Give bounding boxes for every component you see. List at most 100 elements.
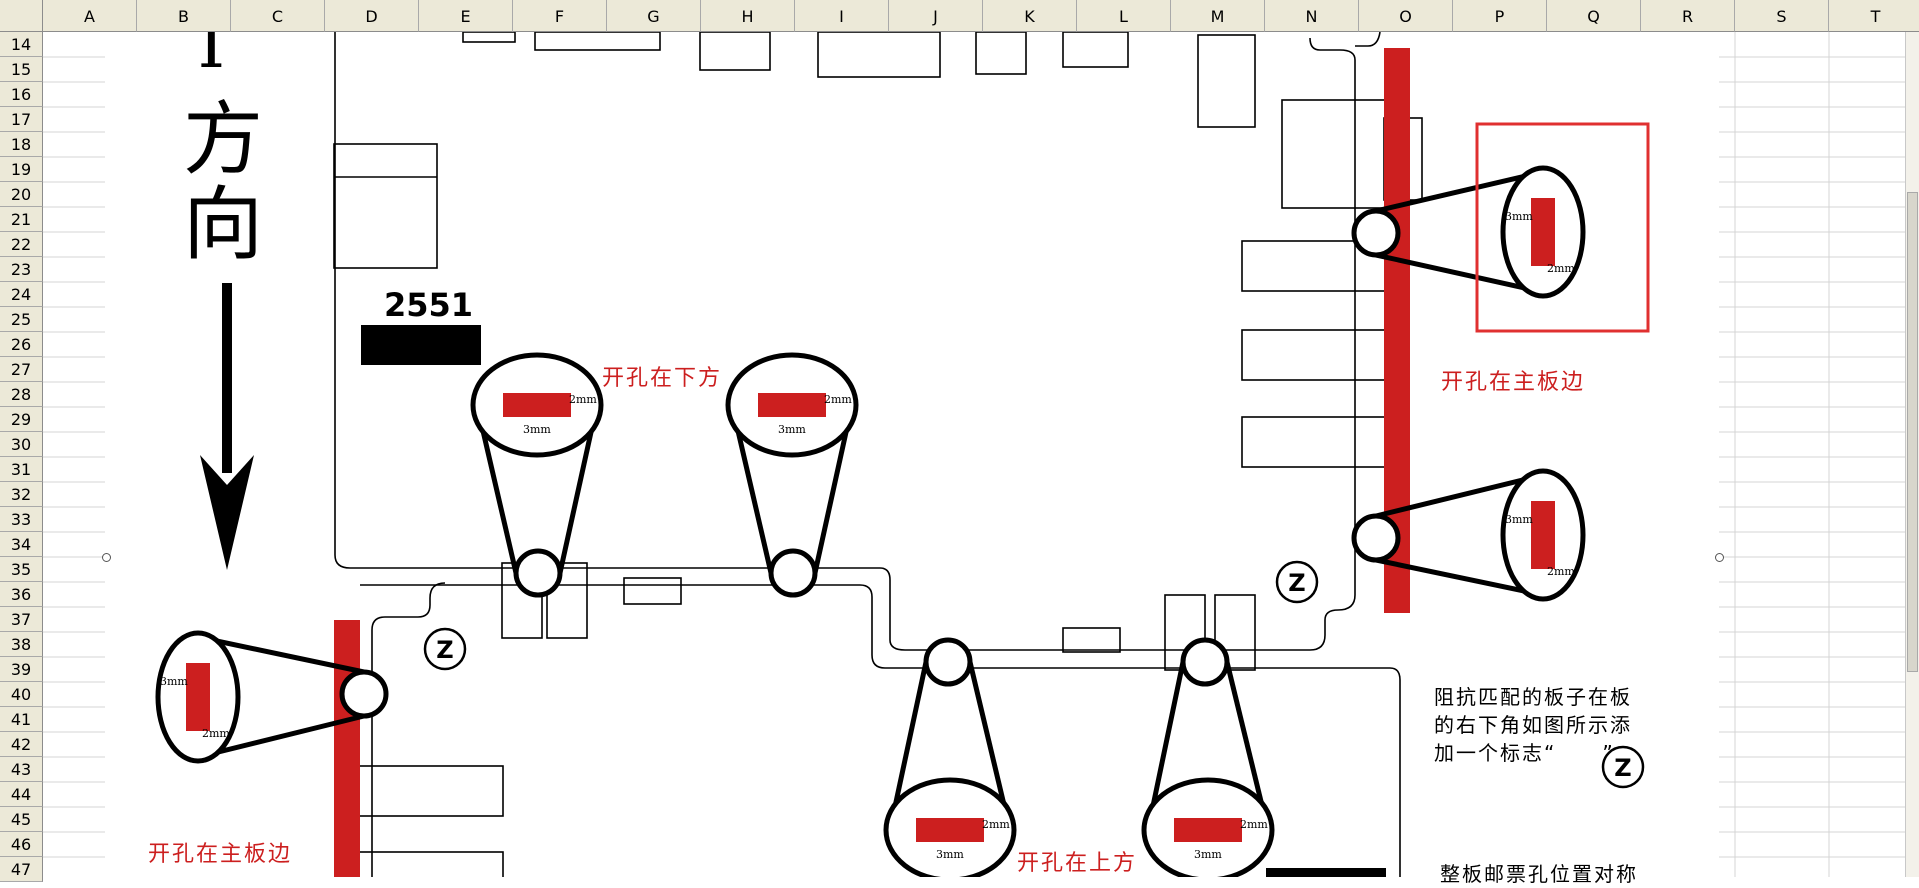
row-header-43[interactable]: 43 xyxy=(0,757,43,782)
stamp-hole-strip xyxy=(186,663,210,731)
row-header-44[interactable]: 44 xyxy=(0,782,43,807)
note-hole-above: 开孔在上方 xyxy=(1017,851,1138,876)
row-header-27[interactable]: 27 xyxy=(0,357,43,382)
row-header-32[interactable]: 32 xyxy=(0,482,43,507)
row-header-29[interactable]: 29 xyxy=(0,407,43,432)
direction-label-xiang: 向 xyxy=(183,178,263,271)
caption-line-2: 的右下角如图所示添 xyxy=(1434,713,1632,737)
dimension-3mm: 3mm xyxy=(1505,513,1533,526)
row-header-19[interactable]: 19 xyxy=(0,157,43,182)
row-header-28[interactable]: 28 xyxy=(0,382,43,407)
column-header-r[interactable]: R xyxy=(1641,0,1735,32)
column-header-b[interactable]: B xyxy=(137,0,231,32)
column-header-m[interactable]: M xyxy=(1171,0,1265,32)
dimension-2mm: 2mm xyxy=(824,393,852,406)
dimension-3mm: 3mm xyxy=(778,423,806,436)
column-header-e[interactable]: E xyxy=(419,0,513,32)
row-header-25[interactable]: 25 xyxy=(0,307,43,332)
direction-label-fang: 方 xyxy=(183,93,263,186)
row-header-23[interactable]: 23 xyxy=(0,257,43,282)
magnifier-line xyxy=(1375,557,1544,598)
note-hole-board-edge-right: 开孔在主板边 xyxy=(1441,370,1586,395)
column-header-g[interactable]: G xyxy=(607,0,701,32)
row-header-21[interactable]: 21 xyxy=(0,207,43,232)
z-mark-3: Z xyxy=(1614,754,1631,782)
resize-handle-left[interactable] xyxy=(102,553,111,562)
magnifier-line xyxy=(1375,472,1544,519)
stamp-hole-strip xyxy=(1174,818,1242,842)
row-header-45[interactable]: 45 xyxy=(0,807,43,832)
resize-handle-right[interactable] xyxy=(1715,553,1724,562)
dimension-3mm: 3mm xyxy=(936,848,964,861)
row-header-15[interactable]: 15 xyxy=(0,57,43,82)
column-header-h[interactable]: H xyxy=(701,0,795,32)
hole-location-circle xyxy=(1351,208,1401,258)
dimension-3mm: 3mm xyxy=(523,423,551,436)
row-header-17[interactable]: 17 xyxy=(0,107,43,132)
row-header-33[interactable]: 33 xyxy=(0,507,43,532)
column-header-s[interactable]: S xyxy=(1735,0,1829,32)
column-header-a[interactable]: A xyxy=(43,0,137,32)
dimension-2mm: 2mm xyxy=(202,727,230,740)
row-header-35[interactable]: 35 xyxy=(0,557,43,582)
dimension-3mm: 3mm xyxy=(1505,210,1533,223)
z-mark-1: Z xyxy=(436,636,453,664)
dimension-2mm: 2mm xyxy=(569,393,597,406)
row-header-42[interactable]: 42 xyxy=(0,732,43,757)
row-header-41[interactable]: 41 xyxy=(0,707,43,732)
row-header-40[interactable]: 40 xyxy=(0,682,43,707)
row-header-47[interactable]: 47 xyxy=(0,857,43,882)
magnifier-line xyxy=(1375,252,1544,295)
column-header-t[interactable]: T xyxy=(1829,0,1919,32)
row-header-30[interactable]: 30 xyxy=(0,432,43,457)
row-header-38[interactable]: 38 xyxy=(0,632,43,657)
dimension-2mm: 2mm xyxy=(1547,262,1575,275)
dimension-2mm: 2mm xyxy=(1547,565,1575,578)
caption-line-3: 加一个标志“ xyxy=(1434,741,1557,765)
row-header-22[interactable]: 22 xyxy=(0,232,43,257)
stamp-hole-strip xyxy=(916,818,984,842)
column-header-n[interactable]: N xyxy=(1265,0,1359,32)
dimension-3mm: 3mm xyxy=(1194,848,1222,861)
dimension-2mm: 2mm xyxy=(982,818,1010,831)
row-header-39[interactable]: 39 xyxy=(0,657,43,682)
z-mark-2: Z xyxy=(1288,569,1305,597)
dimension-3mm: 3mm xyxy=(160,675,188,688)
column-header-p[interactable]: P xyxy=(1453,0,1547,32)
column-header-d[interactable]: D xyxy=(325,0,419,32)
column-header-i[interactable]: I xyxy=(795,0,889,32)
column-header-k[interactable]: K xyxy=(983,0,1077,32)
column-header-l[interactable]: L xyxy=(1077,0,1171,32)
column-header-q[interactable]: Q xyxy=(1547,0,1641,32)
row-header-14[interactable]: 14 xyxy=(0,32,43,57)
row-header-36[interactable]: 36 xyxy=(0,582,43,607)
dimension-2mm: 2mm xyxy=(1240,818,1268,831)
vertical-scrollbar[interactable] xyxy=(1905,32,1919,877)
stamp-hole-strip xyxy=(1531,198,1555,266)
magnifier-line xyxy=(1375,169,1544,214)
row-header-46[interactable]: 46 xyxy=(0,832,43,857)
scrollbar-thumb[interactable] xyxy=(1907,192,1918,672)
column-header-f[interactable]: F xyxy=(513,0,607,32)
row-header-20[interactable]: 20 xyxy=(0,182,43,207)
hole-location-circle xyxy=(339,669,389,719)
hole-location-circle xyxy=(923,637,973,687)
column-header-c[interactable]: C xyxy=(231,0,325,32)
stamp-hole-strip xyxy=(503,393,571,417)
note-hole-board-edge-left: 开孔在主板边 xyxy=(148,842,293,867)
row-header-31[interactable]: 31 xyxy=(0,457,43,482)
row-header-24[interactable]: 24 xyxy=(0,282,43,307)
stamp-hole-strip xyxy=(758,393,826,417)
caption-line-1: 阻抗匹配的板子在板 xyxy=(1434,685,1632,709)
column-header-o[interactable]: O xyxy=(1359,0,1453,32)
row-header-26[interactable]: 26 xyxy=(0,332,43,357)
impedance-caption: 阻抗匹配的板子在板 的右下角如图所示添 加一个标志“” xyxy=(1434,683,1632,767)
select-all-corner[interactable] xyxy=(0,0,43,32)
hole-location-circle xyxy=(1180,637,1230,687)
row-header-34[interactable]: 34 xyxy=(0,532,43,557)
column-header-j[interactable]: J xyxy=(889,0,983,32)
row-header-18[interactable]: 18 xyxy=(0,132,43,157)
row-header-37[interactable]: 37 xyxy=(0,607,43,632)
row-header-16[interactable]: 16 xyxy=(0,82,43,107)
